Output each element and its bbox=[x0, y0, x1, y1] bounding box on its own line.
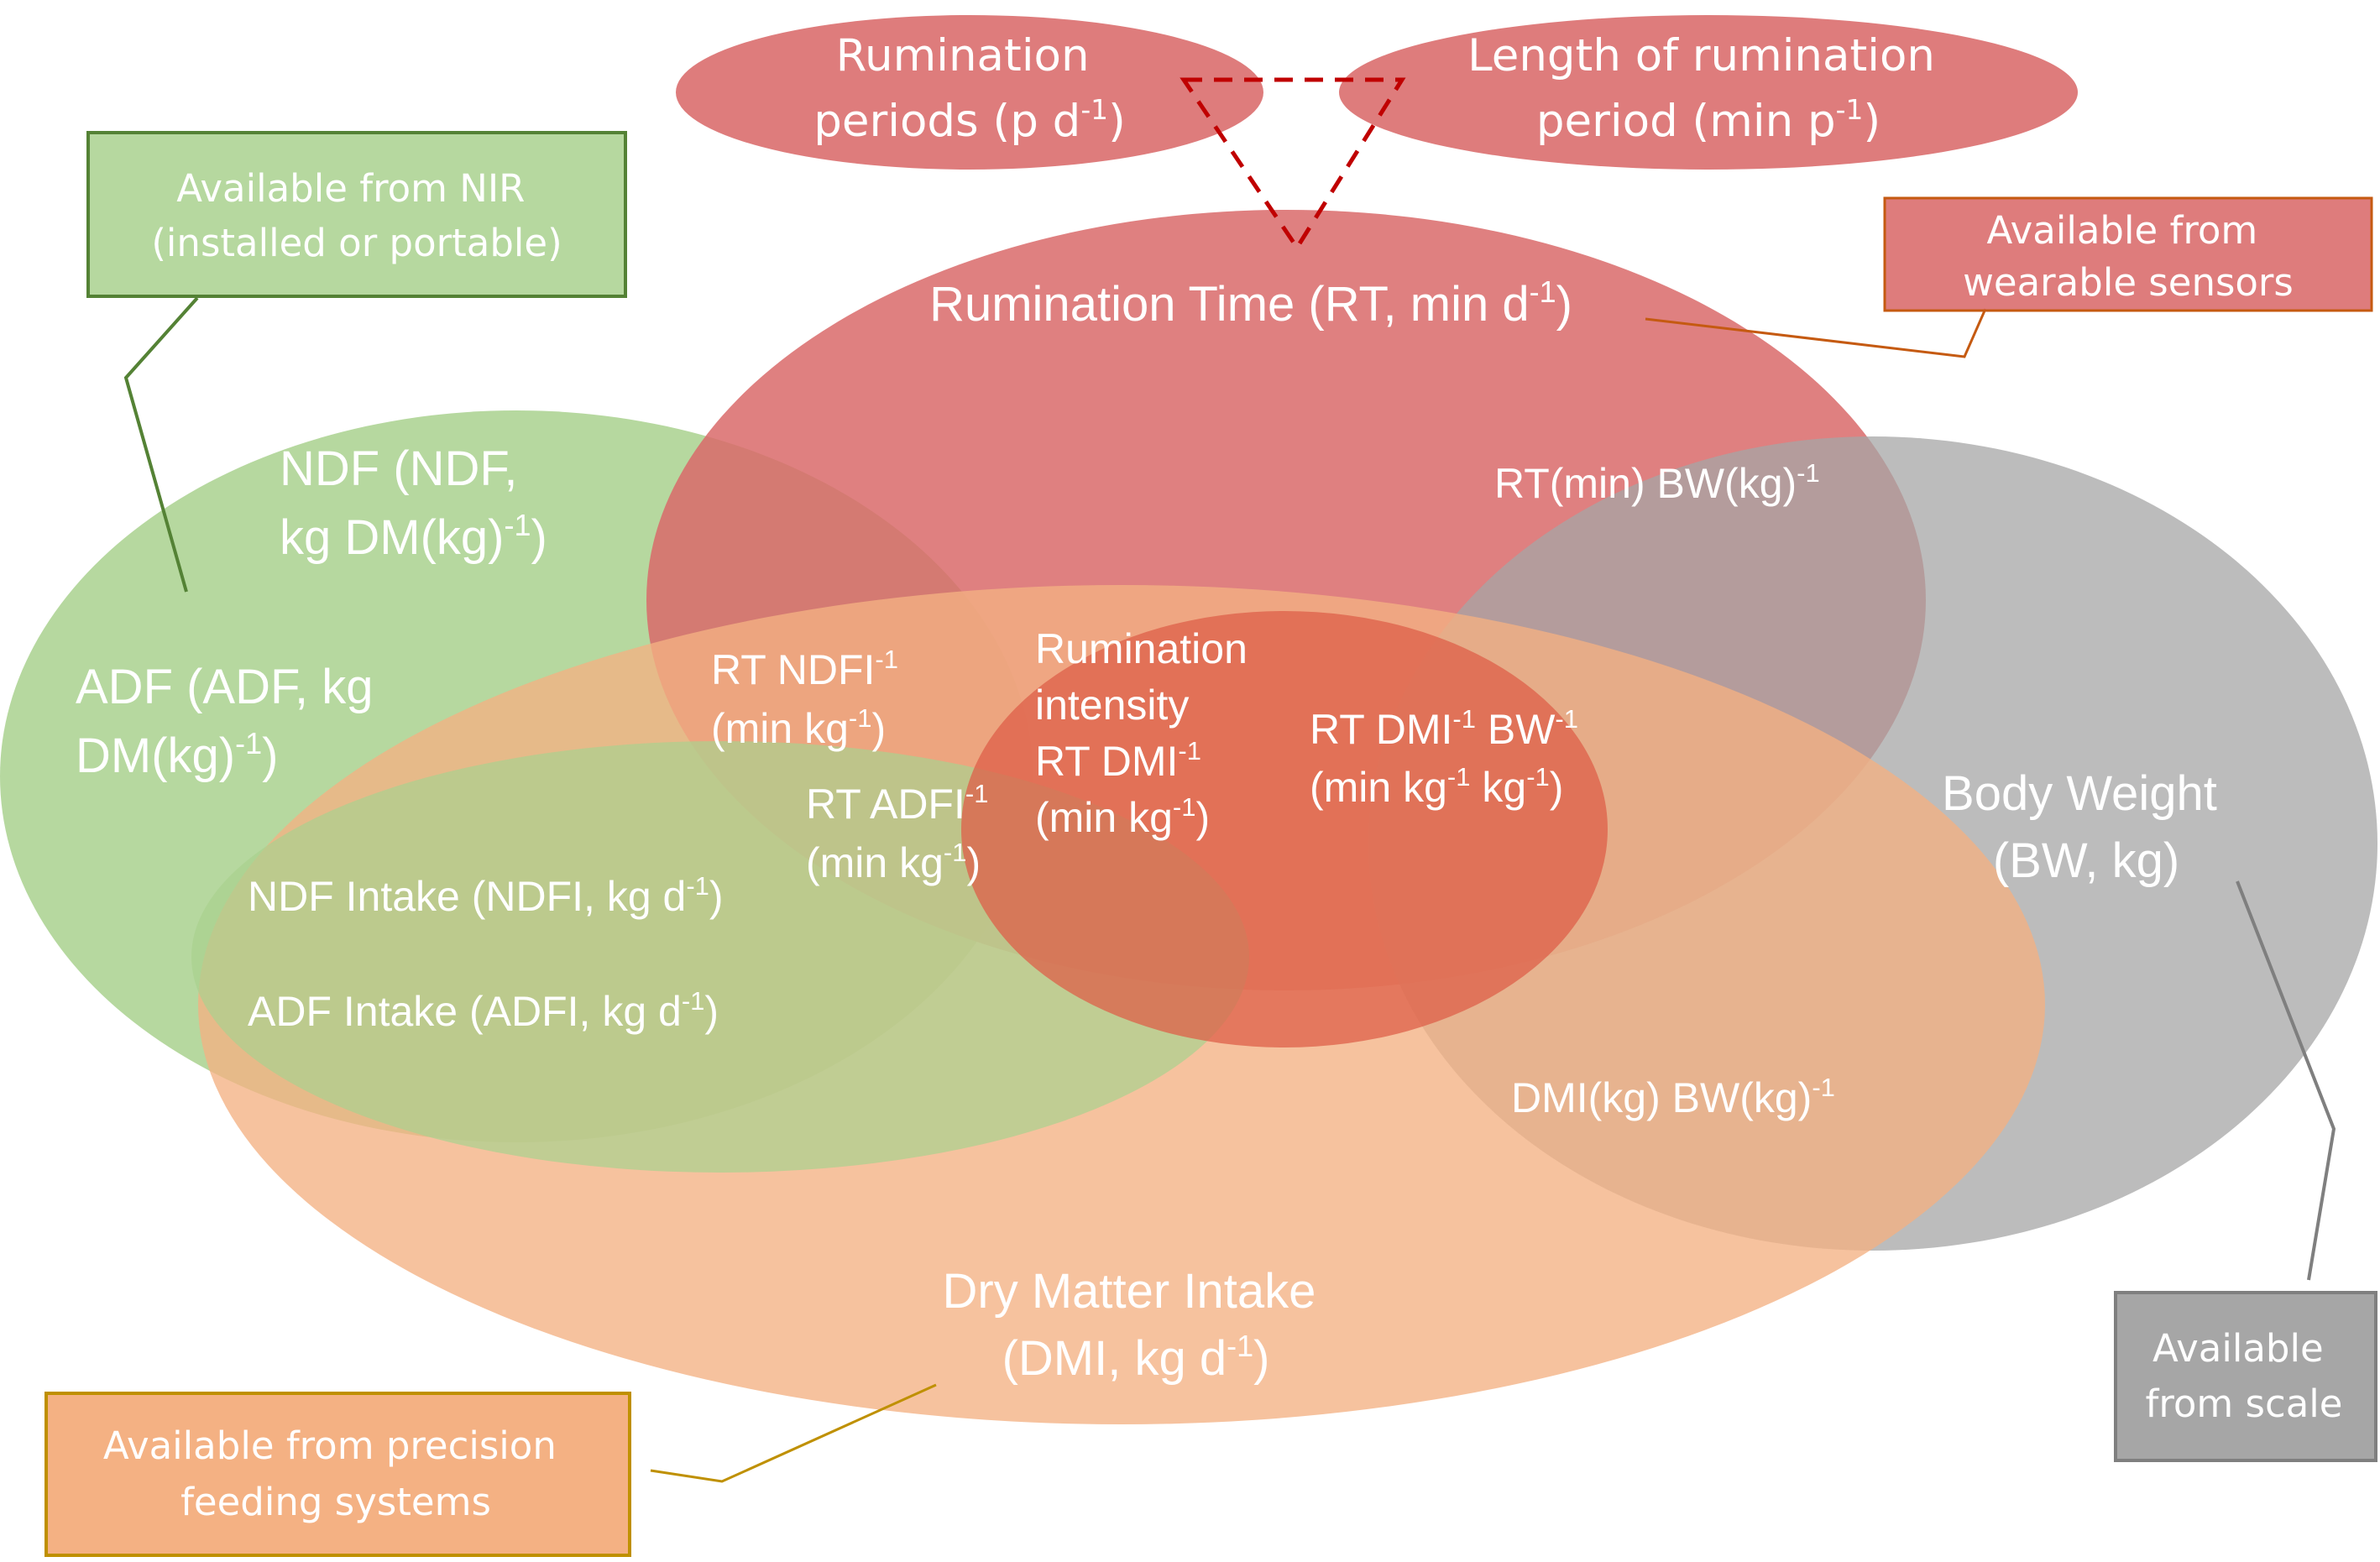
rumination-periods-label: Rumination periods (p d-1) bbox=[813, 30, 1126, 147]
length-period-label: Length of rumination period (min p-1) bbox=[1467, 30, 1949, 147]
wearable-source-box bbox=[1883, 196, 2373, 312]
nir-source-label: Available from NIR (installed or portabl… bbox=[151, 166, 562, 265]
adf-intake-label: ADF Intake (ADFI, kg d-1) bbox=[248, 986, 719, 1035]
rumination-intensity-core bbox=[961, 611, 1608, 1047]
wearable-source-label: Available from wearable sensors bbox=[1963, 208, 2294, 305]
length-period-ellipse bbox=[1339, 15, 2078, 170]
dmi-bw-label: DMI(kg) BW(kg)-1 bbox=[1511, 1073, 1835, 1121]
nir-source-box bbox=[86, 131, 627, 298]
dashed-triangle-connector bbox=[1180, 77, 1406, 252]
scale-source-label: Available from scale bbox=[2146, 1326, 2343, 1426]
rt-ndfi-label: RT NDFI-1 (min kg-1) bbox=[711, 630, 910, 752]
nir-connector-line bbox=[123, 296, 199, 593]
precision-source-box bbox=[44, 1392, 631, 1557]
precision-source-label: Available from precision feeding systems bbox=[103, 1424, 568, 1524]
scale-source-box bbox=[2114, 1291, 2377, 1462]
rumination-periods-ellipse bbox=[676, 15, 1263, 170]
ndf-label: NDF (NDF, kg DM(kg)-1) bbox=[280, 441, 547, 565]
sensors-connector-line bbox=[1645, 308, 1987, 358]
rt-dmi-bw-label: RT DMI-1 BW-1 (min kg-1 kg-1) bbox=[1310, 690, 1590, 811]
precision-connector-line bbox=[650, 1383, 937, 1483]
dmi-label: Dry Matter Intake (DMI, kg d-1) bbox=[943, 1264, 1330, 1386]
scale-connector-line bbox=[2236, 880, 2336, 1281]
body-weight-label: Body Weight (BW, kg) bbox=[1942, 766, 2231, 888]
ndf-intake-label: NDF Intake (NDFI, kg d-1) bbox=[248, 871, 724, 920]
rumination-time-label: Rumination Time (RT, min d-1) bbox=[929, 274, 1572, 332]
rt-adfi-label: RT ADFI-1 (min kg-1) bbox=[806, 765, 1000, 886]
rumination-intensity-label: Rumination intensity RT DMI-1 (min kg-1) bbox=[1035, 625, 1259, 841]
rt-bw-label: RT(min) BW(kg)-1 bbox=[1494, 458, 1820, 507]
adf-label: ADF (ADF, kg DM(kg)-1) bbox=[76, 660, 387, 783]
